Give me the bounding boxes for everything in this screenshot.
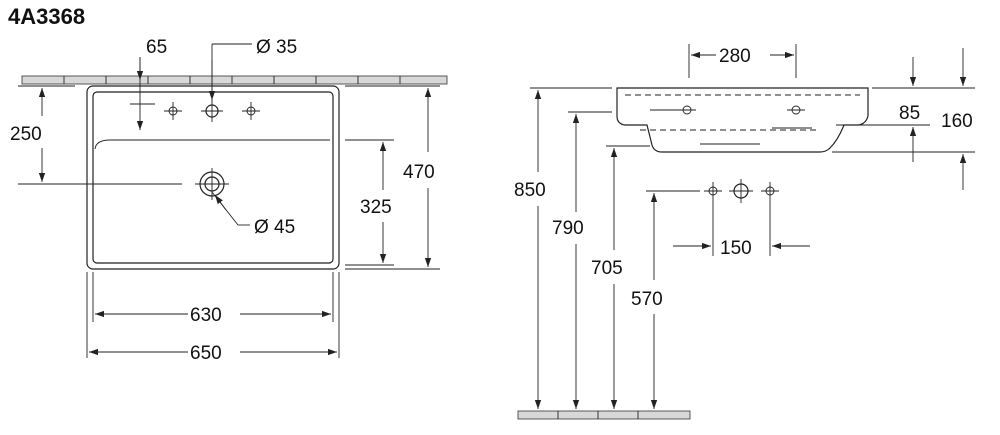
dim-install-height: 850 xyxy=(514,180,546,201)
dim-depth-total: 470 xyxy=(403,162,435,183)
tap-hole-side-icon xyxy=(787,105,805,115)
dim-tap-spacing: 150 xyxy=(720,238,752,259)
dim-tap-hole-diameter: Ø 35 xyxy=(256,37,297,58)
bowl-edge xyxy=(94,139,330,150)
dim-drain-diameter: Ø 45 xyxy=(254,217,295,238)
dim-waste-height: 570 xyxy=(631,289,663,310)
tap-hole-left-icon xyxy=(164,102,182,120)
dim-underside-height: 790 xyxy=(552,218,584,239)
dim-tap-offset: 65 xyxy=(146,37,167,58)
tap-hole-right-icon xyxy=(242,102,260,120)
dim-side-width: 280 xyxy=(719,46,751,67)
dim-depth-bowl: 325 xyxy=(360,197,392,218)
overflow-hole-icon xyxy=(678,105,696,115)
dim-overflow-height: 250 xyxy=(10,124,42,145)
side-view: 280 85 160 850 790 705 570 xyxy=(514,44,975,420)
basin-outline-top xyxy=(86,85,340,270)
dim-inner-width: 630 xyxy=(190,305,222,326)
tap-trio-left-icon xyxy=(704,182,722,200)
model-number: 4A3368 xyxy=(8,4,85,29)
wall-strip-top xyxy=(21,75,448,85)
basin-outline-side xyxy=(616,87,869,153)
dim-basin-height: 160 xyxy=(941,111,973,132)
drain-icon xyxy=(195,168,229,200)
dim-drain-height: 705 xyxy=(591,258,623,279)
top-view: 65 Ø 35 Ø 45 250 470 325 630 xyxy=(10,37,448,364)
dim-outer-width: 650 xyxy=(190,343,222,364)
tap-trio-right-icon xyxy=(761,182,779,200)
floor-strip xyxy=(517,410,691,420)
dim-rim-thickness: 85 xyxy=(899,103,920,124)
tap-trio-center-icon xyxy=(729,179,753,203)
tap-hole-center-icon xyxy=(201,100,223,122)
